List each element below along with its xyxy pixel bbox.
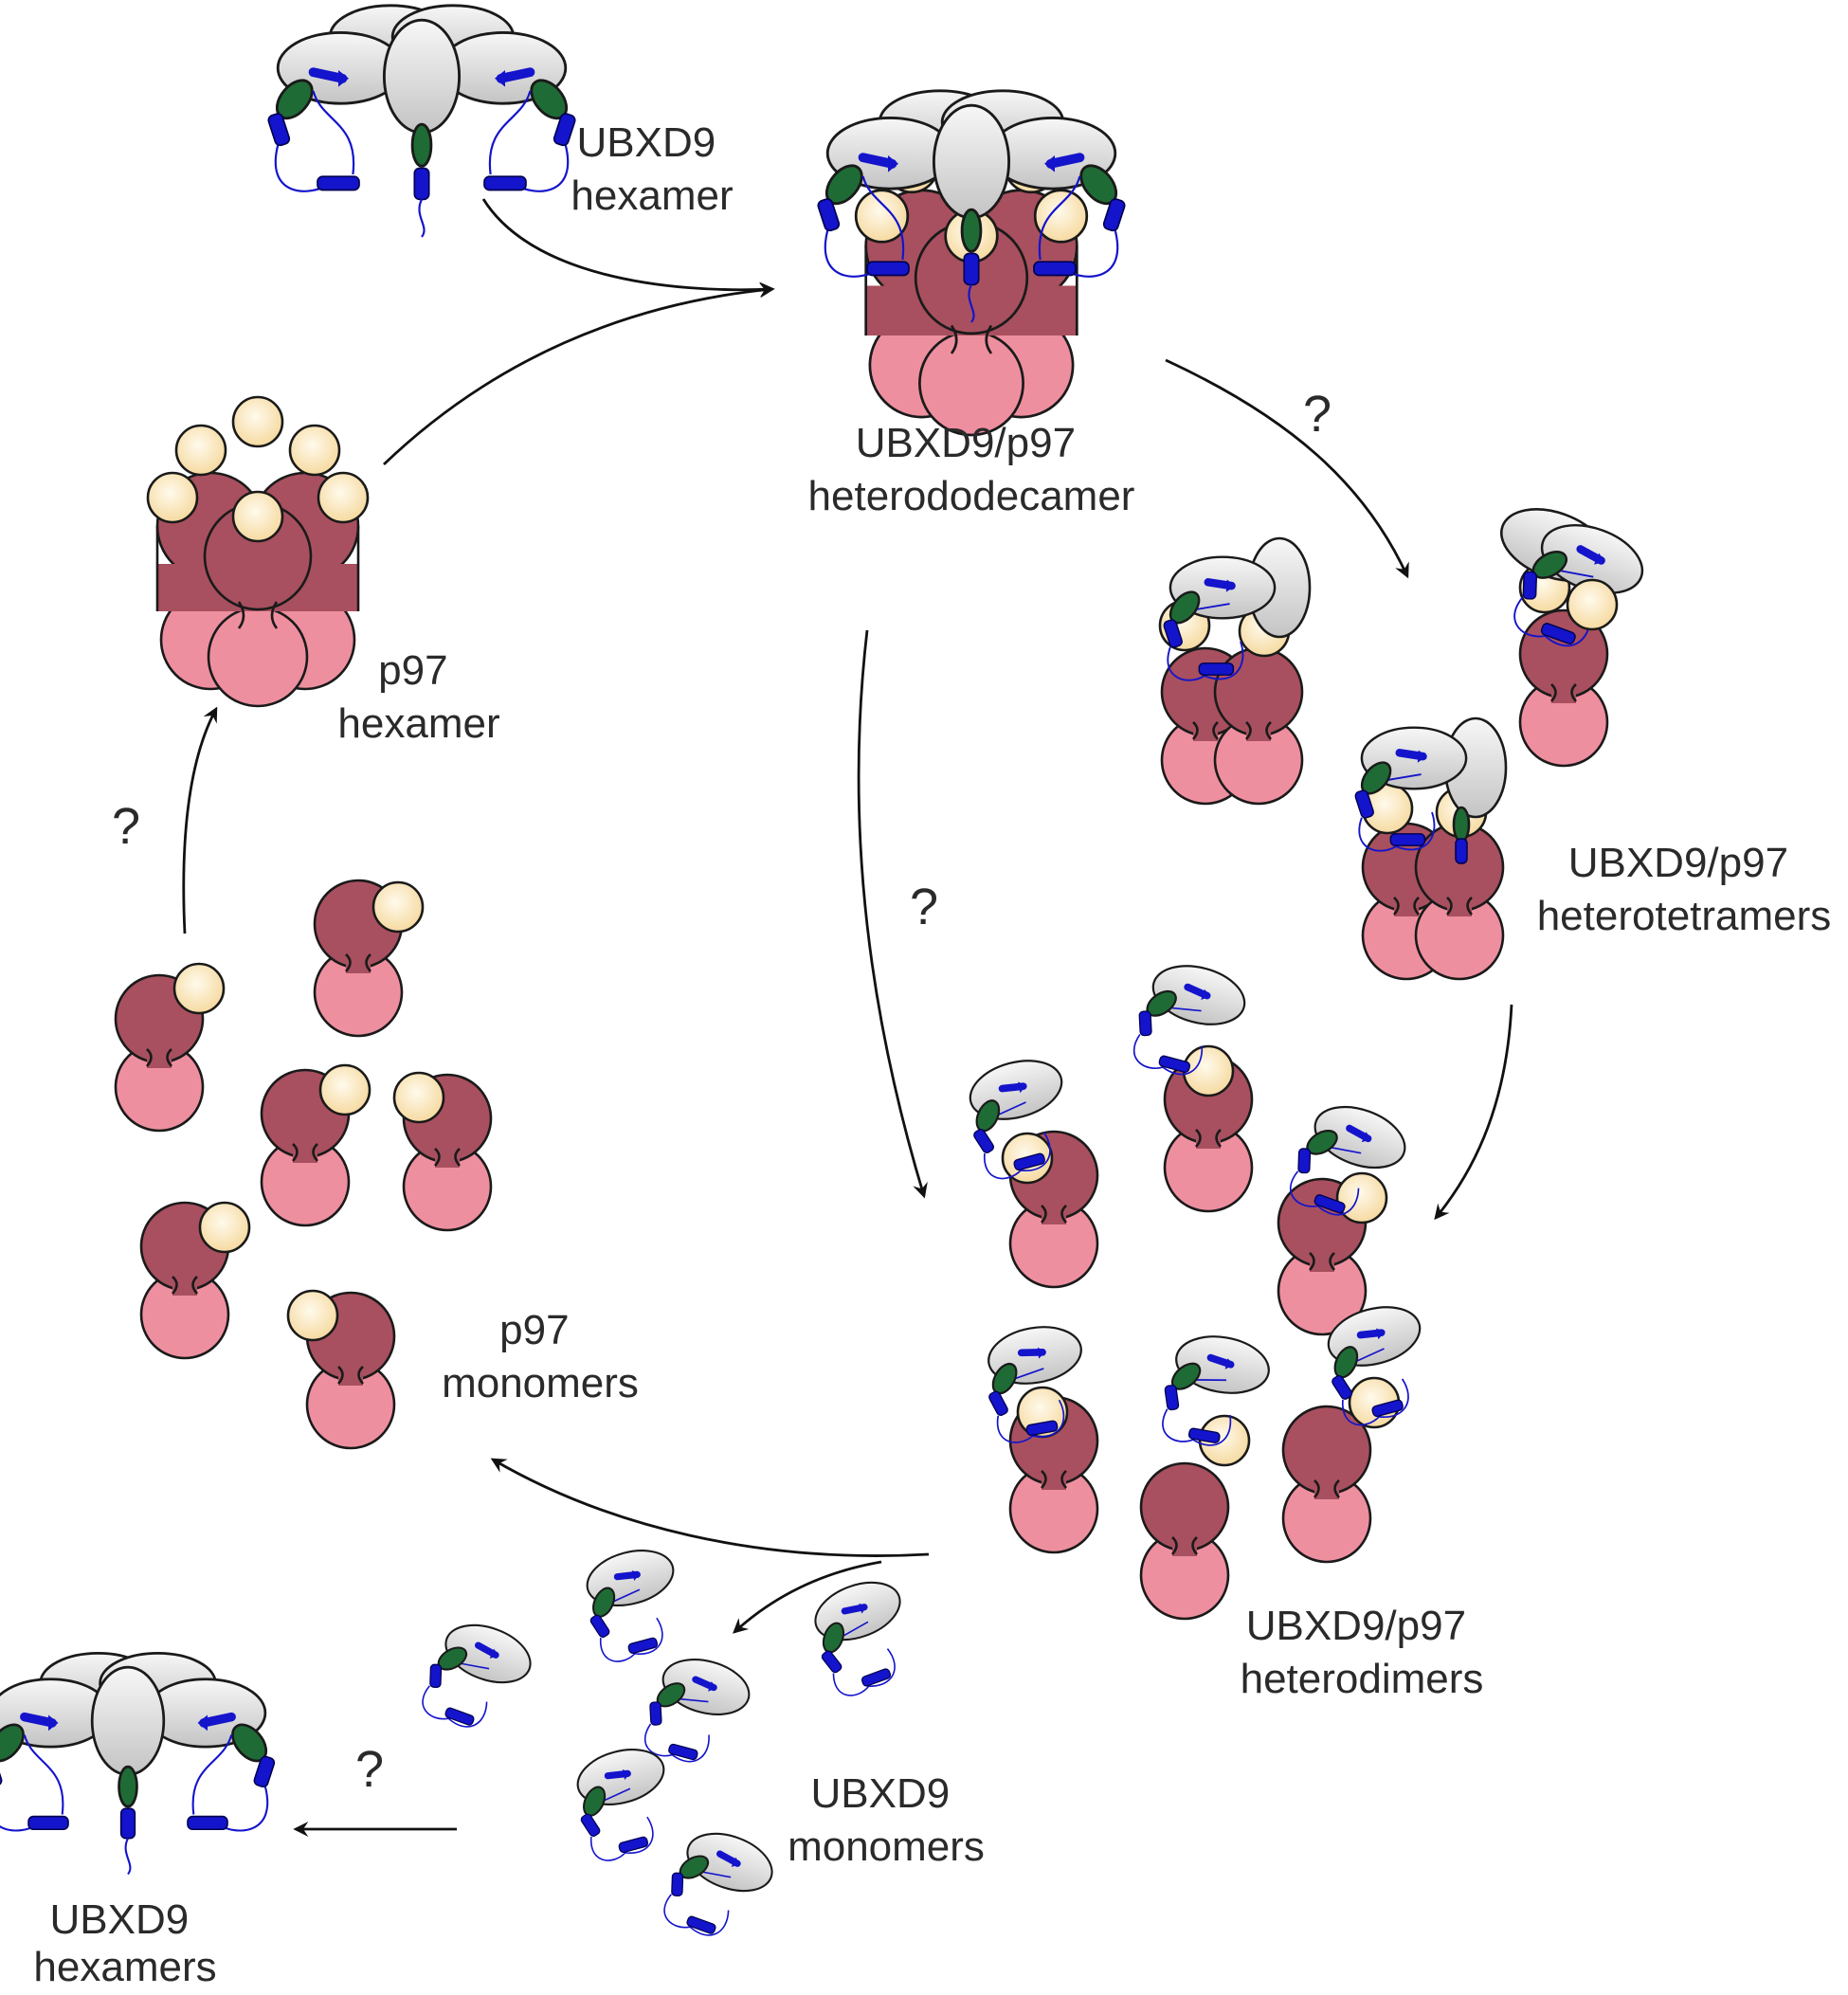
arrow-p97-monomers-to-p97-hexamer bbox=[182, 706, 218, 934]
label-p97-monomers: p97 monomers bbox=[442, 1307, 639, 1406]
label-ubxd9-hexamers: UBXD9 hexamers bbox=[33, 1896, 216, 1990]
arrow-heterodimers-to-p97-monomers bbox=[490, 1458, 930, 1557]
label-ubxd9-monomers: UBXD9 monomers bbox=[788, 1770, 985, 1870]
arrow-ubxd9-hexamer-to-dodecamer bbox=[481, 198, 775, 298]
question-mark-monomers-to-ubxd9-hexamers: ? bbox=[355, 1741, 384, 1798]
ubxd9-monomers-group bbox=[414, 1542, 926, 1950]
ubxd9-hexamer-complex bbox=[267, 6, 576, 237]
ubxd9-hexamers-complex bbox=[0, 1653, 276, 1874]
question-marks: ? ? ? ? bbox=[112, 386, 1332, 1798]
arrow-dodecamer-to-heterotetramers bbox=[1165, 358, 1409, 579]
p97-hexamer-complex bbox=[146, 395, 370, 708]
label-heterotetramers: UBXD9/p97 heterotetramers bbox=[1537, 840, 1832, 939]
question-mark-monomers-to-p97-hexamer: ? bbox=[112, 798, 140, 855]
arrow-heterodimers-to-ubxd9-monomers bbox=[733, 1560, 882, 1634]
label-ubxd9-hexamer: UBXD9 hexamer bbox=[571, 119, 733, 219]
question-mark-dodecamer-to-dimers: ? bbox=[910, 879, 938, 935]
arrow-heterotetramers-to-heterodimers bbox=[1434, 1004, 1513, 1221]
label-heterododecamer: UBXD9/p97 heterododecamer bbox=[808, 420, 1135, 519]
question-mark-dodecamer-to-tetramers: ? bbox=[1303, 386, 1332, 443]
arrow-dodecamer-to-heterodimers bbox=[857, 629, 928, 1199]
label-heterodimers: UBXD9/p97 heterodimers bbox=[1241, 1603, 1484, 1702]
p97-monomers-group bbox=[114, 879, 493, 1450]
labels-layer: UBXD9 hexamer UBXD9/p97 heterododecamer … bbox=[33, 119, 1831, 1990]
heterodimers-group bbox=[957, 955, 1440, 1621]
label-p97-hexamer: p97 hexamer bbox=[337, 647, 499, 747]
heterododecamer-complex bbox=[817, 91, 1126, 437]
arrow-p97-hexamer-to-dodecamer bbox=[383, 282, 775, 466]
heterotetramers-complex bbox=[1158, 496, 1652, 981]
arrows-layer bbox=[182, 198, 1513, 1837]
